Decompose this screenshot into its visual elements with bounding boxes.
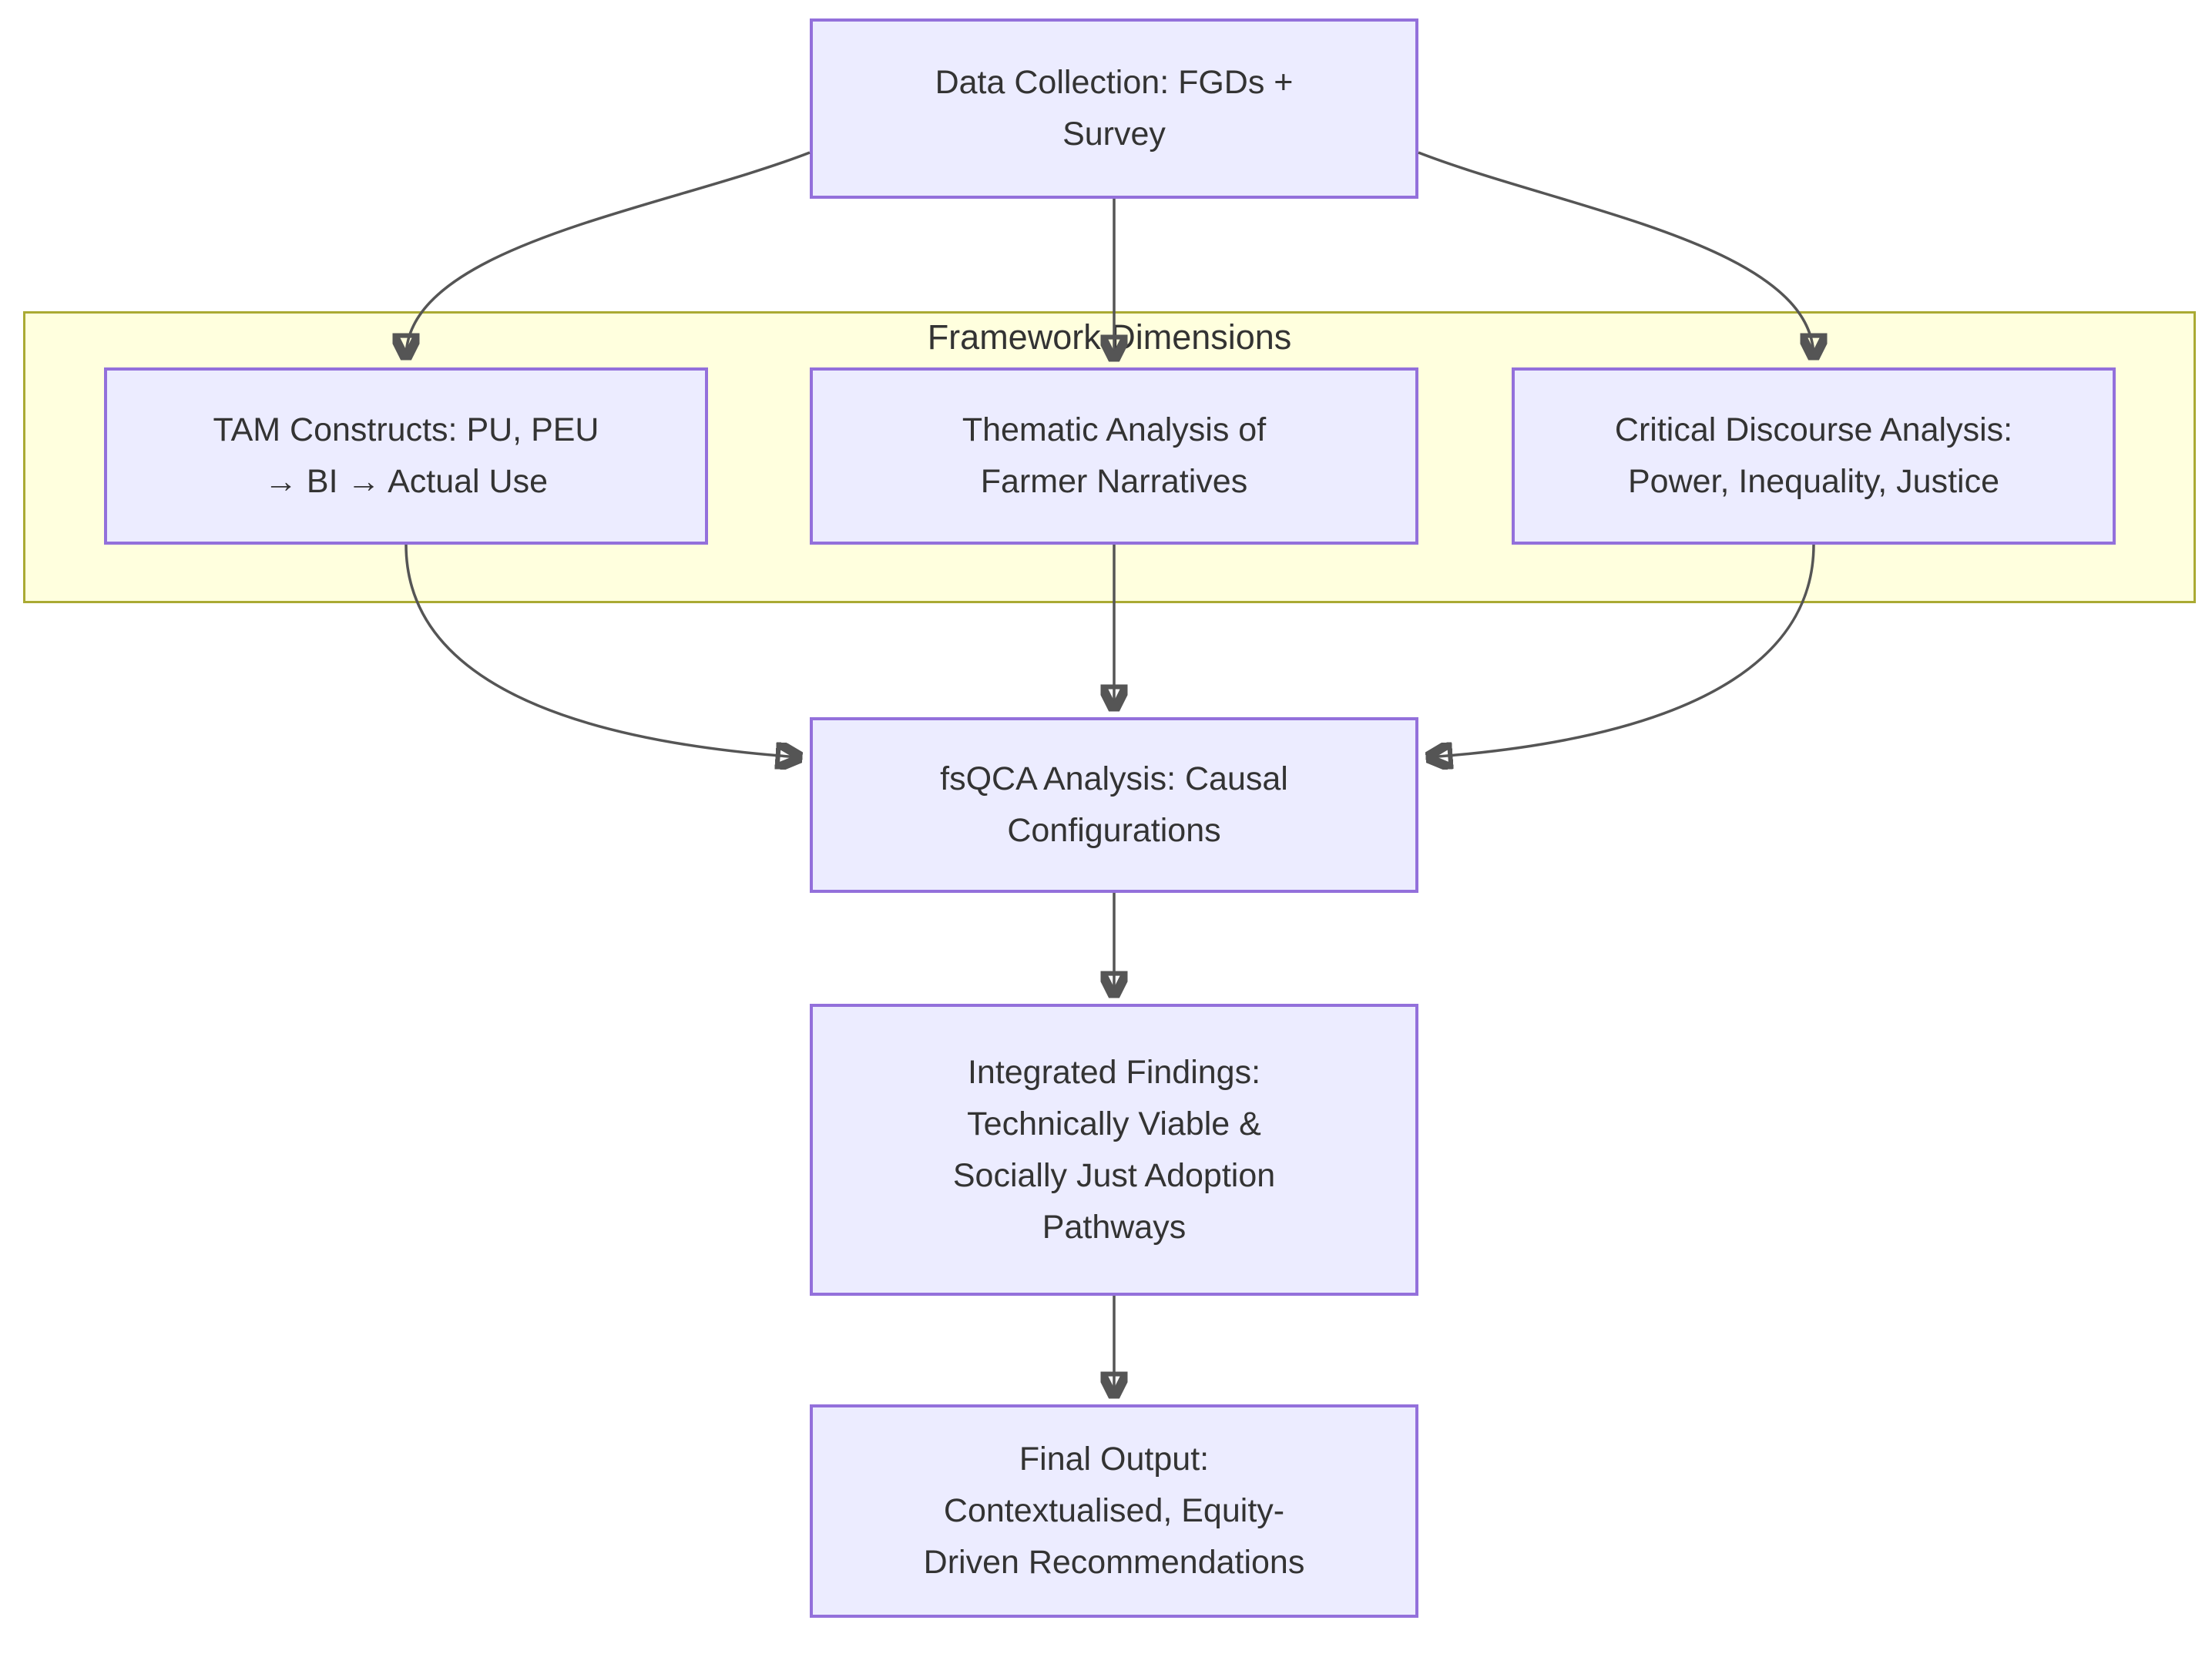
node-critical-discourse-analysis: Critical Discourse Analysis: Power, Ineq… — [1512, 367, 2116, 545]
node-line: fsQCA Analysis: Causal — [940, 760, 1288, 797]
node-line: Technically Viable & — [967, 1105, 1261, 1142]
node-line: Data Collection: FGDs + — [935, 64, 1294, 101]
node-line: → BI → Actual Use — [263, 463, 549, 500]
node-fsqca-analysis: fsQCA Analysis: Causal Configurations — [810, 717, 1418, 893]
node-line: Thematic Analysis of — [962, 411, 1267, 448]
cluster-title: Framework Dimensions — [927, 317, 1292, 357]
node-line: Integrated Findings: — [967, 1053, 1261, 1091]
node-line: Survey — [1062, 116, 1166, 153]
node-line: Driven Recommendations — [923, 1544, 1305, 1581]
node-line: Farmer Narratives — [980, 463, 1248, 500]
node-tam-constructs: TAM Constructs: PU, PEU → BI → Actual Us… — [104, 367, 708, 545]
node-line: Socially Just Adoption — [952, 1156, 1276, 1194]
node-line: Final Output: — [1019, 1441, 1210, 1478]
node-integrated-findings: Integrated Findings: Technically Viable … — [810, 1004, 1418, 1296]
node-final-output: Final Output: Contextualised, Equity- Dr… — [810, 1404, 1418, 1618]
node-line: TAM Constructs: PU, PEU — [213, 411, 599, 448]
node-thematic-analysis: Thematic Analysis of Farmer Narratives — [810, 367, 1418, 545]
node-line: Contextualised, Equity- — [943, 1492, 1285, 1529]
node-line: Power, Inequality, Justice — [1627, 463, 1999, 500]
node-data-collection: Data Collection: FGDs + Survey — [810, 18, 1418, 199]
node-line: Configurations — [1007, 812, 1221, 849]
node-line: Critical Discourse Analysis: — [1614, 411, 2013, 448]
node-line: Pathways — [1042, 1208, 1187, 1246]
